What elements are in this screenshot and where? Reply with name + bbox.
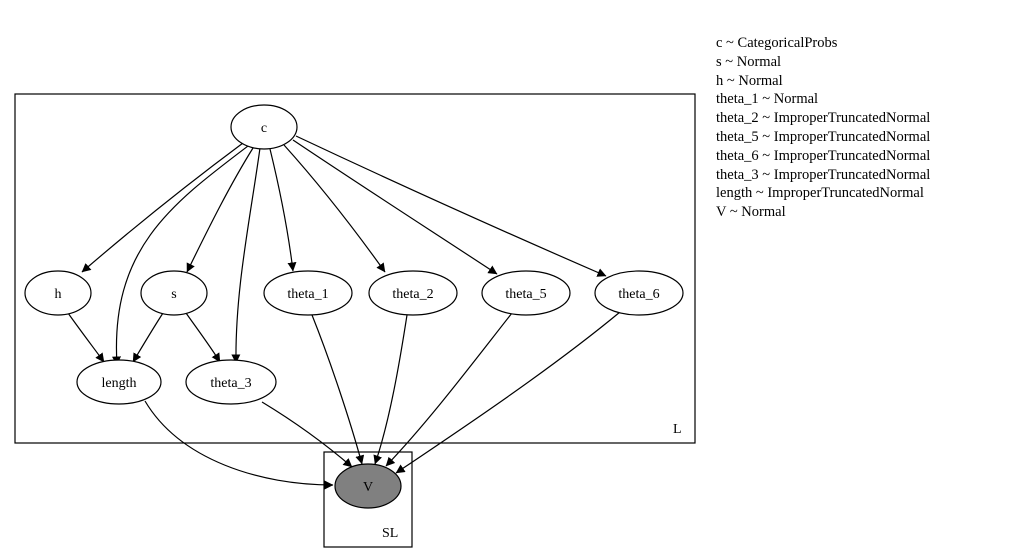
node-c-label: c xyxy=(261,121,267,136)
legend-item: s ~ Normal xyxy=(716,53,782,70)
node-theta_3: theta_3 xyxy=(185,359,277,405)
legend-item: theta_1 ~ Normal xyxy=(716,91,819,108)
legend-item: theta_2 ~ ImproperTruncatedNormal xyxy=(716,110,931,127)
legend-item: c ~ CategoricalProbs xyxy=(716,35,838,51)
plate-SL-label: SL xyxy=(382,526,398,541)
edge-s-length xyxy=(132,312,164,363)
edge-c-theta2 xyxy=(283,144,386,273)
node-V-label: V xyxy=(363,480,373,495)
legend-item: V ~ Normal xyxy=(716,204,786,221)
edge-c-theta5 xyxy=(292,139,498,275)
node-theta_1-label: theta_1 xyxy=(287,287,328,302)
edge-c-theta6 xyxy=(295,135,607,277)
edge-theta3-V xyxy=(261,401,353,468)
edge-h-length xyxy=(67,312,105,363)
node-length-label: length xyxy=(102,376,137,391)
node-c: c xyxy=(230,104,298,150)
legend-item: h ~ Normal xyxy=(716,72,783,89)
legend-item: theta_5 ~ ImproperTruncatedNormal xyxy=(716,128,931,145)
legend-item: theta_3 ~ ImproperTruncatedNormal xyxy=(716,166,931,183)
legend-item: length ~ ImproperTruncatedNormal xyxy=(716,185,924,202)
legend-item: theta_6 ~ ImproperTruncatedNormal xyxy=(716,147,931,164)
edge-theta6-V xyxy=(395,311,621,474)
distribution-legend: c ~ CategoricalProbs s ~ Normal h ~ Norm… xyxy=(716,34,930,222)
node-theta_1: theta_1 xyxy=(263,270,353,316)
node-s: s xyxy=(140,270,208,316)
node-theta_6: theta_6 xyxy=(594,270,684,316)
edge-c-theta3 xyxy=(231,147,261,364)
edge-c-theta1 xyxy=(269,148,297,272)
node-length: length xyxy=(76,359,162,405)
edge-length-V xyxy=(144,400,334,490)
edge-c-length xyxy=(111,145,249,366)
node-h: h xyxy=(24,270,92,316)
node-theta_5: theta_5 xyxy=(481,270,571,316)
node-theta_5-label: theta_5 xyxy=(505,287,546,302)
node-theta_3-label: theta_3 xyxy=(210,376,251,391)
edge-c-s xyxy=(186,147,254,273)
edge-s-theta3 xyxy=(185,312,221,363)
node-theta_2: theta_2 xyxy=(368,270,458,316)
node-h-label: h xyxy=(55,287,62,302)
node-V-observed: V xyxy=(334,463,402,509)
node-theta_6-label: theta_6 xyxy=(618,287,659,302)
node-theta_2-label: theta_2 xyxy=(392,287,433,302)
plate-L xyxy=(14,93,696,444)
edge-theta1-V xyxy=(311,314,365,465)
edges xyxy=(67,135,621,490)
edge-c-h xyxy=(81,142,244,273)
edge-theta2-V xyxy=(373,314,408,465)
plate-SL xyxy=(323,451,413,548)
node-s-label: s xyxy=(171,287,176,302)
edge-theta5-V xyxy=(385,312,513,467)
plate-L-label: L xyxy=(673,422,682,437)
